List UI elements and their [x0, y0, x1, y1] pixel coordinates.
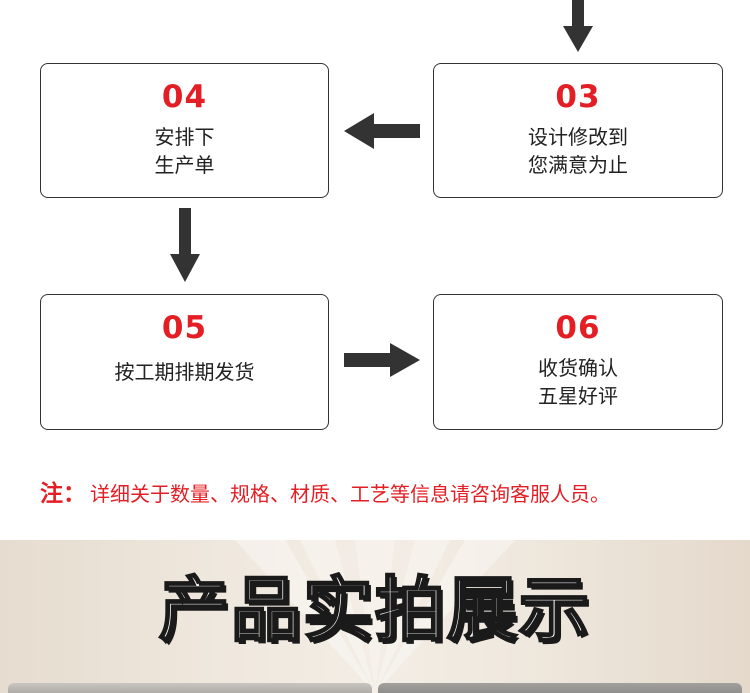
product-photo-thumbnail[interactable]	[8, 683, 372, 693]
arrow-down-into-step-03	[563, 0, 593, 52]
step-text-line: 安排下	[154, 125, 215, 149]
process-flow: 04 安排下 生产单 03 设计修改到 您满意为止 05 按工期排期发货	[40, 0, 723, 508]
banner-title: 产品实拍展示	[158, 568, 591, 651]
step-text: 按工期排期发货	[115, 358, 255, 386]
arrow-down-icon	[170, 208, 200, 282]
step-06-card: 06 收货确认 五星好评	[433, 294, 723, 430]
product-photo-banner: 产品实拍展示	[0, 540, 750, 693]
note-prefix: 注：	[40, 481, 86, 507]
arrow-down-icon	[563, 0, 593, 52]
banner-light-rays	[235, 540, 515, 693]
step-text: 收货确认 五星好评	[538, 354, 618, 410]
step-text-line: 收货确认	[538, 356, 618, 380]
step-text-line: 按工期排期发货	[114, 360, 255, 384]
note-line: 注： 详细关于数量、规格、材质、工艺等信息请咨询客服人员。	[40, 474, 610, 508]
step-04-card: 04 安排下 生产单	[40, 63, 329, 198]
step-text-line: 您满意为止	[528, 153, 628, 177]
step-text-line: 生产单	[154, 153, 215, 177]
step-text: 安排下 生产单	[155, 123, 215, 179]
note-text: 详细关于数量、规格、材质、工艺等信息请咨询客服人员。	[90, 482, 610, 506]
step-03-card: 03 设计修改到 您满意为止	[433, 63, 723, 198]
step-text-line: 五星好评	[538, 384, 618, 408]
step-number: 05	[161, 310, 208, 346]
arrow-down-04-to-05	[170, 208, 200, 282]
step-number: 03	[555, 79, 601, 115]
arrow-left-03-to-04	[344, 113, 420, 149]
step-05-card: 05 按工期排期发货	[40, 294, 329, 430]
arrow-right-icon	[344, 343, 420, 377]
step-text: 设计修改到 您满意为止	[528, 123, 628, 179]
step-number: 04	[161, 79, 208, 115]
arrow-left-icon	[344, 113, 420, 149]
step-number: 06	[555, 310, 601, 346]
arrow-right-05-to-06	[344, 343, 420, 377]
step-text-line: 设计修改到	[528, 125, 628, 149]
product-photo-thumbnail[interactable]	[378, 683, 742, 693]
